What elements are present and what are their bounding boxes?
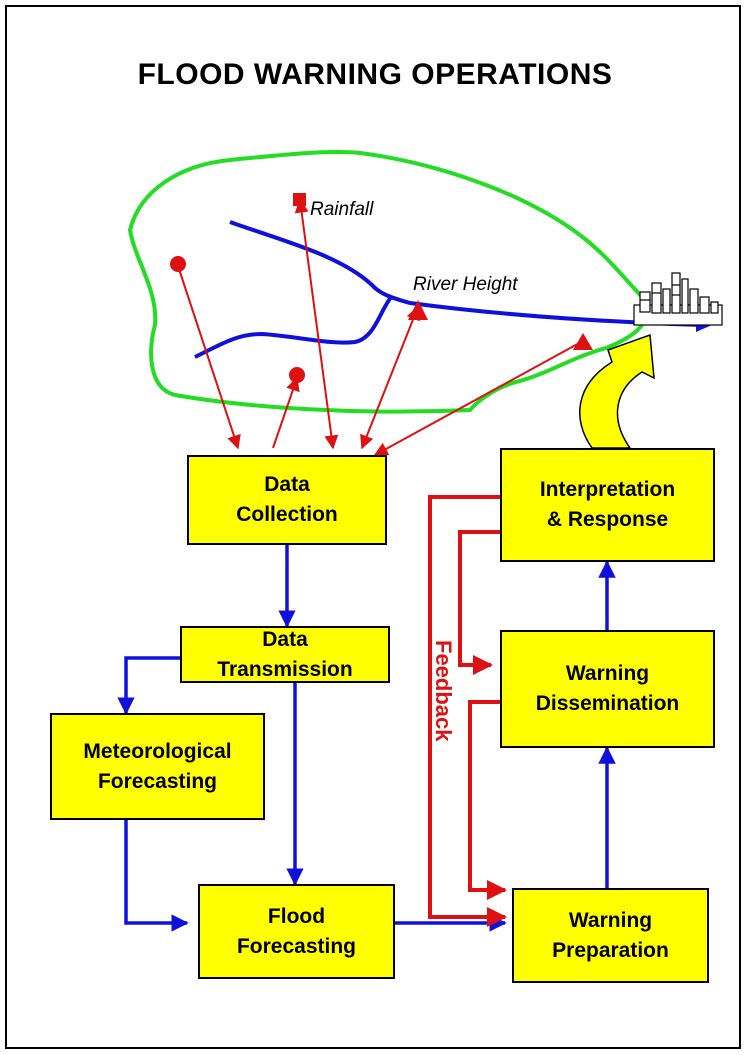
city-skyline-icon	[633, 272, 723, 326]
box-meteorological-forecasting: Meteorological Forecasting	[50, 713, 265, 820]
box-data-collection: Data Collection	[187, 455, 387, 545]
rainfall-label: Rainfall	[310, 199, 374, 220]
link-gauge-3	[272, 376, 300, 449]
page-title: FLOOD WARNING OPERATIONS	[137, 58, 613, 91]
link-gauge-downstream	[373, 340, 584, 456]
box-interpretation-response-line2: & Response	[546, 508, 669, 531]
box-warning-preparation: Warning Preparation	[512, 888, 709, 983]
rain-gauge-icon	[289, 367, 305, 383]
box-flood-forecasting-line1: Flood	[267, 904, 326, 928]
box-interpretation-response: Interpretation & Response	[500, 448, 715, 562]
river-gauge-icon	[573, 333, 593, 350]
box-flood-forecasting-line2: Forecasting	[236, 934, 357, 958]
box-data-transmission: Data Transmission	[180, 626, 390, 683]
link-gauge-river	[360, 305, 420, 450]
box-meteorological-forecasting-line1: Meteorological	[83, 739, 232, 763]
box-warning-dissemination-line2: Dissemination	[535, 692, 680, 715]
link-gauge-rainfall	[294, 198, 339, 450]
catchment-outline	[127, 149, 651, 414]
feedback-loop-to-preparation	[468, 700, 507, 900]
feedback-loop-to-dissemination	[458, 530, 500, 675]
rain-gauge-icon	[293, 193, 306, 206]
arrow-meteorological-to-flood	[124, 820, 189, 932]
river-lower-branch	[194, 294, 394, 359]
box-warning-dissemination: Warning Dissemination	[500, 630, 715, 748]
river-gauge-icon	[408, 300, 428, 320]
box-data-collection-line2: Collection	[236, 503, 338, 526]
river-height-label: River Height	[413, 274, 518, 295]
box-interpretation-response-line1: Interpretation	[539, 478, 676, 501]
arrow-transmission-to-meteorological	[117, 656, 180, 715]
box-warning-preparation-line1: Warning	[568, 908, 653, 932]
box-data-transmission-line1: Data	[262, 627, 308, 651]
response-arrow	[579, 333, 655, 449]
box-meteorological-forecasting-line2: Forecasting	[97, 769, 218, 793]
box-flood-forecasting: Flood Forecasting	[198, 884, 395, 979]
feedback-loop-outer	[428, 495, 507, 927]
box-data-collection-line1: Data	[264, 473, 310, 496]
box-data-transmission-line2: Transmission	[217, 657, 353, 681]
rain-gauge-icon	[170, 256, 186, 272]
link-gauge-1	[177, 265, 241, 450]
box-warning-dissemination-line1: Warning	[565, 662, 650, 685]
box-warning-preparation-line2: Preparation	[552, 938, 669, 962]
feedback-label: Feedback	[431, 640, 456, 742]
